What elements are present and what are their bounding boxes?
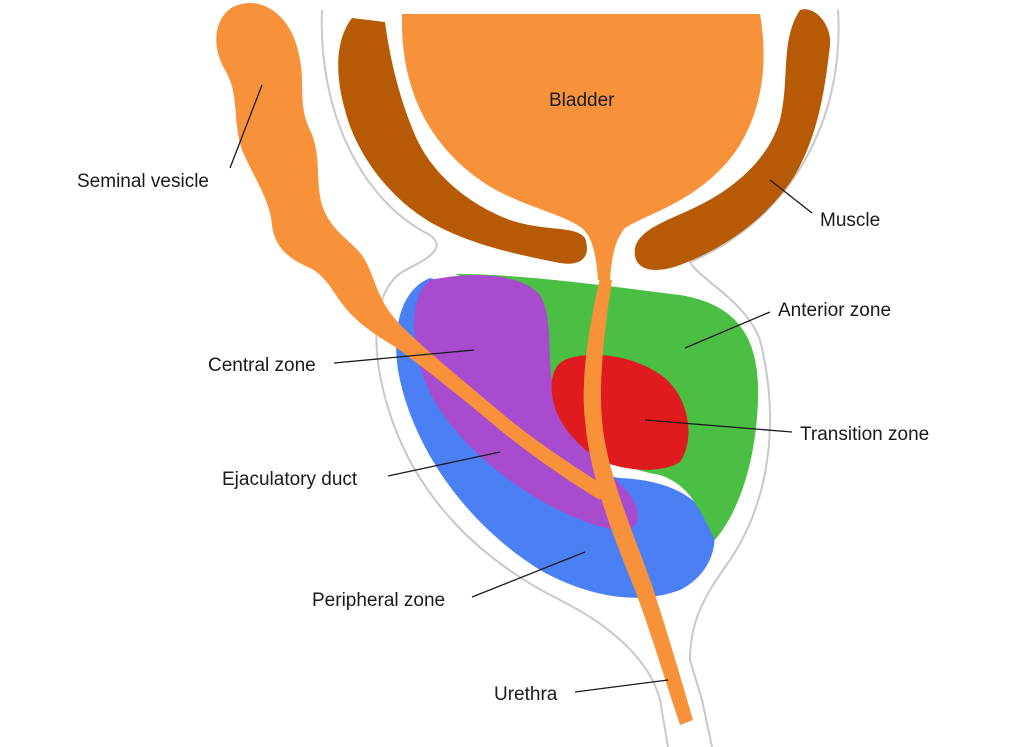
label-bladder: Bladder [549,90,615,111]
label-transition-zone: Transition zone [800,424,929,445]
leader-ejaculatory-duct [387,451,501,477]
label-anterior-zone: Anterior zone [778,300,891,321]
muscle-left [338,18,587,264]
label-urethra: Urethra [494,684,558,705]
leader-central-zone [333,349,475,364]
leader-seminal-vesicle [229,84,263,169]
label-peripheral-zone: Peripheral zone [312,590,445,611]
muscle-right [634,9,831,270]
body-outline-right [688,9,840,747]
label-ejaculatory-duct: Ejaculatory duct [222,469,358,490]
label-central-zone: Central zone [208,355,316,376]
bladder-shape [401,14,764,280]
leader-peripheral-zone [471,551,586,598]
leader-transition-zone [644,419,793,433]
leader-muscle [769,179,813,214]
leader-urethra [574,679,669,693]
urethra-shape [583,278,693,725]
label-muscle: Muscle [820,210,880,231]
central-zone-shape [413,275,638,531]
seminal-vesicle-shape [216,3,609,500]
label-seminal-vesicle: Seminal vesicle [77,171,209,192]
leader-anterior-zone [684,311,771,349]
